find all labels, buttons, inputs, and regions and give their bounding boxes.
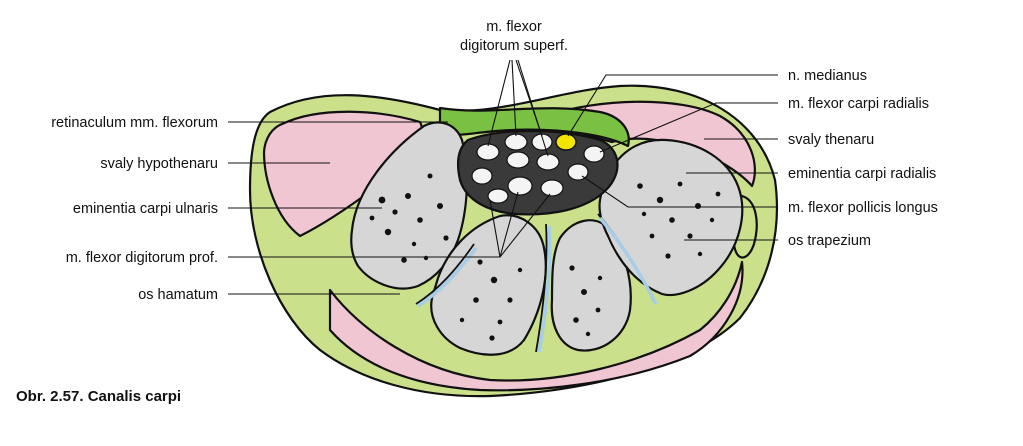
tendon: [505, 134, 527, 150]
tendon: [488, 189, 508, 203]
label-eminentia-carpi-ulnaris: eminentia carpi ulnaris: [73, 201, 218, 217]
tendon: [537, 154, 559, 170]
label-retinaculum: retinaculum mm. flexorum: [51, 115, 218, 131]
tendon-fcr: [584, 146, 604, 162]
label-os-hamatum: os hamatum: [138, 287, 218, 303]
median-nerve: [556, 134, 576, 150]
label-svaly-hypothenaru: svaly hypothenaru: [100, 156, 218, 172]
label-flexor-carpi-radialis: m. flexor carpi radialis: [788, 96, 929, 112]
tendon: [507, 152, 529, 168]
tendon: [477, 144, 499, 160]
top-label-line2: digitorum superf.: [460, 38, 568, 54]
tendon: [541, 180, 563, 196]
tendon: [508, 177, 532, 195]
label-svaly-thenaru: svaly thenaru: [788, 132, 874, 148]
label-flexor-pollicis-longus: m. flexor pollicis longus: [788, 200, 938, 216]
label-flexor-digitorum-prof: m. flexor digitorum prof.: [66, 250, 218, 266]
label-eminentia-carpi-radialis: eminentia carpi radialis: [788, 166, 936, 182]
tendon: [472, 168, 492, 184]
label-os-trapezium: os trapezium: [788, 233, 871, 249]
top-label-line1: m. flexor: [486, 19, 542, 35]
figure-caption: Obr. 2.57. Canalis carpi: [16, 388, 181, 405]
label-n-medianus: n. medianus: [788, 68, 867, 84]
